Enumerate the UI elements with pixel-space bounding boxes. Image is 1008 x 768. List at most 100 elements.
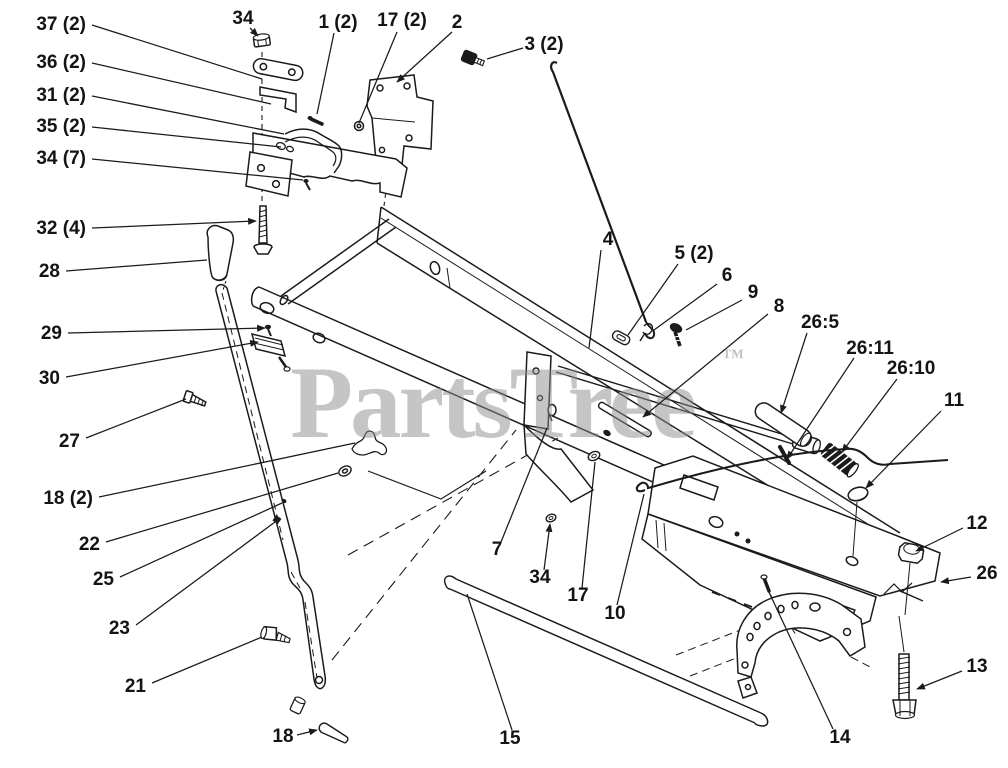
bolt-9-shank [673, 331, 682, 347]
tube-26-5 [754, 402, 813, 447]
washer-22 [338, 465, 352, 477]
nut-34 [252, 33, 272, 48]
handle-grip-28 [206, 224, 235, 282]
leader-line-26 [940, 576, 972, 585]
pin-1 [309, 117, 324, 126]
clip-35 [275, 141, 295, 153]
callout-9: 9 [748, 282, 759, 303]
cable-v [367, 470, 487, 500]
leader-line-14 [767, 589, 834, 730]
pin-14 [762, 576, 771, 593]
leader-line-17-mid [581, 461, 596, 589]
watermark-text: PartsTree [290, 346, 695, 460]
leader-line-4 [588, 249, 602, 349]
rod-4 [550, 61, 648, 323]
callout-5-2: 5 (2) [674, 243, 713, 264]
leader-lines [65, 24, 972, 736]
callout-28: 28 [39, 261, 60, 282]
spacer-small [603, 429, 611, 437]
leader-line-26-10 [841, 378, 898, 453]
leader-line-25 [119, 502, 283, 578]
callout-22: 22 [79, 534, 100, 555]
leader-line-5-2 [627, 263, 679, 336]
cotter-pin-18 [318, 722, 349, 744]
callout-6: 6 [722, 265, 733, 286]
leader-line-31-2 [91, 95, 285, 135]
callout-21: 21 [125, 676, 147, 697]
leader-line-9 [685, 299, 743, 331]
leader-line-15 [466, 593, 513, 731]
callout-2: 2 [452, 12, 463, 33]
callout-1-2: 1 (2) [318, 12, 357, 33]
callout-18-2: 18 (2) [43, 488, 93, 509]
callout-34-mid: 34 [529, 567, 551, 588]
callout-10: 10 [604, 603, 625, 624]
ferrule [289, 696, 306, 715]
callout-32-4: 32 (4) [36, 218, 86, 239]
leader-line-22 [105, 472, 339, 543]
leader-line-30 [65, 339, 259, 378]
hanger-bracket [523, 351, 595, 503]
construction-lines [261, 52, 559, 661]
watermark-tm-icon: ™ [722, 344, 744, 369]
leader-line-34-mid [543, 523, 553, 571]
callout-30: 30 [39, 368, 60, 389]
callout-27: 27 [59, 431, 80, 452]
callout-7: 7 [492, 539, 503, 560]
top-bracket-assembly [245, 33, 486, 255]
stabilizer-bar-15 [443, 575, 769, 727]
callout-34-top: 34 [232, 8, 254, 29]
leader-line-8 [642, 313, 769, 418]
callout-17-2: 17 (2) [377, 10, 427, 31]
leader-line-7 [500, 427, 548, 543]
hook-6 [639, 323, 654, 342]
leader-line-27 [85, 398, 187, 439]
strap-37 [252, 57, 304, 82]
leader-line-23 [135, 521, 276, 626]
leader-line-6 [653, 283, 718, 331]
callout-18: 18 [272, 726, 293, 747]
callout-25: 25 [93, 569, 115, 590]
callout-17-mid: 17 [567, 585, 588, 606]
leader-line-18 [296, 728, 318, 736]
link-rod-upper [555, 365, 796, 445]
bolt-13 [892, 615, 917, 720]
bracket-36 [259, 86, 297, 114]
spring-26-10 [820, 443, 859, 478]
callout-4: 4 [603, 229, 614, 250]
leader-line-28 [65, 259, 208, 272]
callout-23: 23 [109, 618, 130, 639]
leader-line-37-2 [91, 24, 263, 80]
leader-line-11 [865, 410, 942, 489]
callout-26: 26 [976, 563, 997, 584]
pin-25 [281, 498, 287, 504]
leader-line-18-2 [98, 442, 356, 498]
leader-line-12 [915, 527, 964, 552]
screw-small [303, 179, 309, 183]
bolt-21 [260, 625, 291, 644]
callout-26-11: 26:11 [846, 338, 894, 359]
leader-line-29 [67, 324, 266, 334]
callout-14: 14 [829, 727, 851, 748]
leader-line-32-4 [91, 217, 257, 229]
callout-37-2: 37 (2) [36, 14, 86, 35]
callout-3-2: 3 (2) [524, 34, 563, 55]
leader-line-10 [616, 493, 645, 606]
cap-11 [847, 486, 869, 502]
leader-line-3-2 [486, 47, 524, 60]
pivot-fitting-29-30 [250, 324, 291, 372]
lift-rod-10 [635, 447, 949, 493]
leader-line-26-5 [780, 332, 808, 414]
spring-strip-31 [284, 128, 343, 174]
callout-26-5: 26:5 [801, 312, 839, 333]
screw-27 [182, 390, 207, 407]
leader-line-21 [151, 636, 263, 684]
washer-17-top [353, 120, 365, 132]
leader-line-34-top [249, 27, 259, 37]
bolt-32 [253, 205, 273, 255]
washer-17 [587, 450, 601, 462]
callout-26-10: 26:10 [887, 358, 936, 379]
pin-8 [597, 401, 652, 438]
